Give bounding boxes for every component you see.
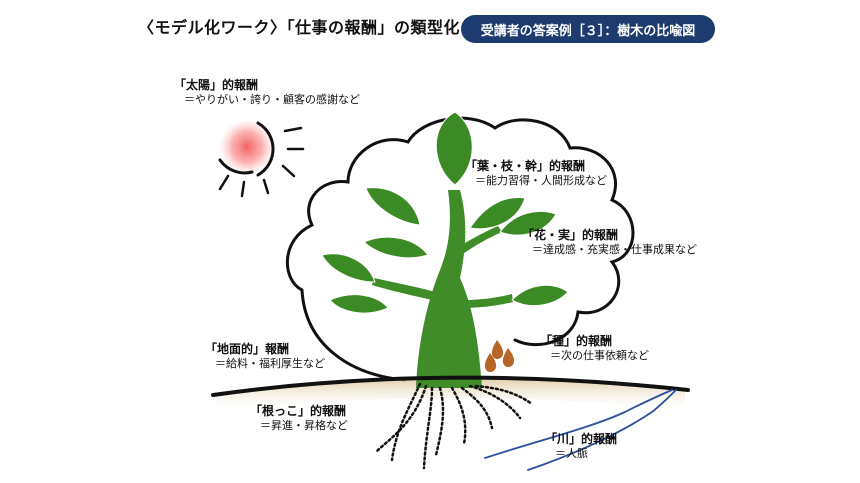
leaf-top bbox=[435, 111, 473, 186]
tree-branch-upper-right bbox=[456, 226, 502, 256]
label-leaves-reward: 「葉・枝・幹」的報酬 ＝能力習得・人間形成など bbox=[465, 159, 607, 188]
label-sun-reward: 「太陽」的報酬 ＝やりがい・誇り・顧客の感謝など bbox=[174, 78, 360, 107]
leaf-left bbox=[321, 253, 376, 283]
tree-branch-right bbox=[460, 294, 513, 308]
river-icon bbox=[484, 389, 677, 471]
label-sun-heading: 「太陽」的報酬 bbox=[174, 78, 259, 92]
label-roots-detail: ＝昇進・昇格など bbox=[260, 419, 348, 432]
tree-crown-outline bbox=[286, 116, 635, 382]
label-roots-heading: 「根っこ」的報酬 bbox=[250, 404, 347, 418]
label-ground-reward: 「地面的」報酬 ＝給料・福利厚生など bbox=[205, 342, 325, 371]
label-leaves-detail: ＝能力習得・人間形成など bbox=[475, 174, 607, 187]
tree-trunk bbox=[416, 190, 482, 388]
leaf-lower-left bbox=[329, 294, 389, 314]
tree-branch-left bbox=[372, 278, 436, 300]
leaf-mid-right bbox=[499, 211, 557, 236]
label-seeds-reward: 「種」的報酬 ＝次の仕事依頼など bbox=[540, 334, 649, 363]
label-flowers-heading: 「花・実」的報酬 bbox=[522, 228, 619, 242]
leaf-lower-right bbox=[511, 284, 569, 306]
ground-line bbox=[211, 375, 690, 397]
tree-roots bbox=[374, 382, 534, 470]
label-sun-detail: ＝やりがい・誇り・顧客の感謝など bbox=[184, 93, 360, 106]
label-roots-reward: 「根っこ」的報酬 ＝昇進・昇格など bbox=[250, 404, 348, 433]
label-river-heading: 「川」的報酬 bbox=[545, 432, 618, 446]
sun-icon bbox=[218, 119, 305, 198]
leaf-mid-left bbox=[363, 236, 429, 259]
label-seeds-heading: 「種」的報酬 bbox=[540, 334, 613, 348]
leaf-upper-right bbox=[469, 196, 526, 230]
seed-drops-icon bbox=[484, 340, 515, 373]
ground-soil bbox=[215, 376, 685, 412]
label-seeds-detail: ＝次の仕事依頼など bbox=[550, 349, 649, 362]
label-river-detail: ＝人脈 bbox=[555, 447, 588, 460]
label-leaves-heading: 「葉・枝・幹」的報酬 bbox=[465, 159, 586, 173]
example-badge: 受講者の答案例［３］：樹木の比喩図 bbox=[461, 15, 715, 43]
label-flowers-detail: ＝達成感・充実感・仕事成果など bbox=[532, 243, 697, 256]
label-flowers-reward: 「花・実」的報酬 ＝達成感・充実感・仕事成果など bbox=[522, 228, 697, 257]
leaf-upper-left bbox=[365, 187, 421, 226]
label-ground-detail: ＝給料・福利厚生など bbox=[215, 357, 325, 370]
page-title: 〈モデル化ワーク〉「仕事の報酬」の類型化 bbox=[138, 18, 461, 37]
label-river-reward: 「川」的報酬 ＝人脈 bbox=[545, 432, 617, 461]
tree-leaves bbox=[321, 111, 569, 314]
label-ground-heading: 「地面的」報酬 bbox=[205, 342, 290, 356]
